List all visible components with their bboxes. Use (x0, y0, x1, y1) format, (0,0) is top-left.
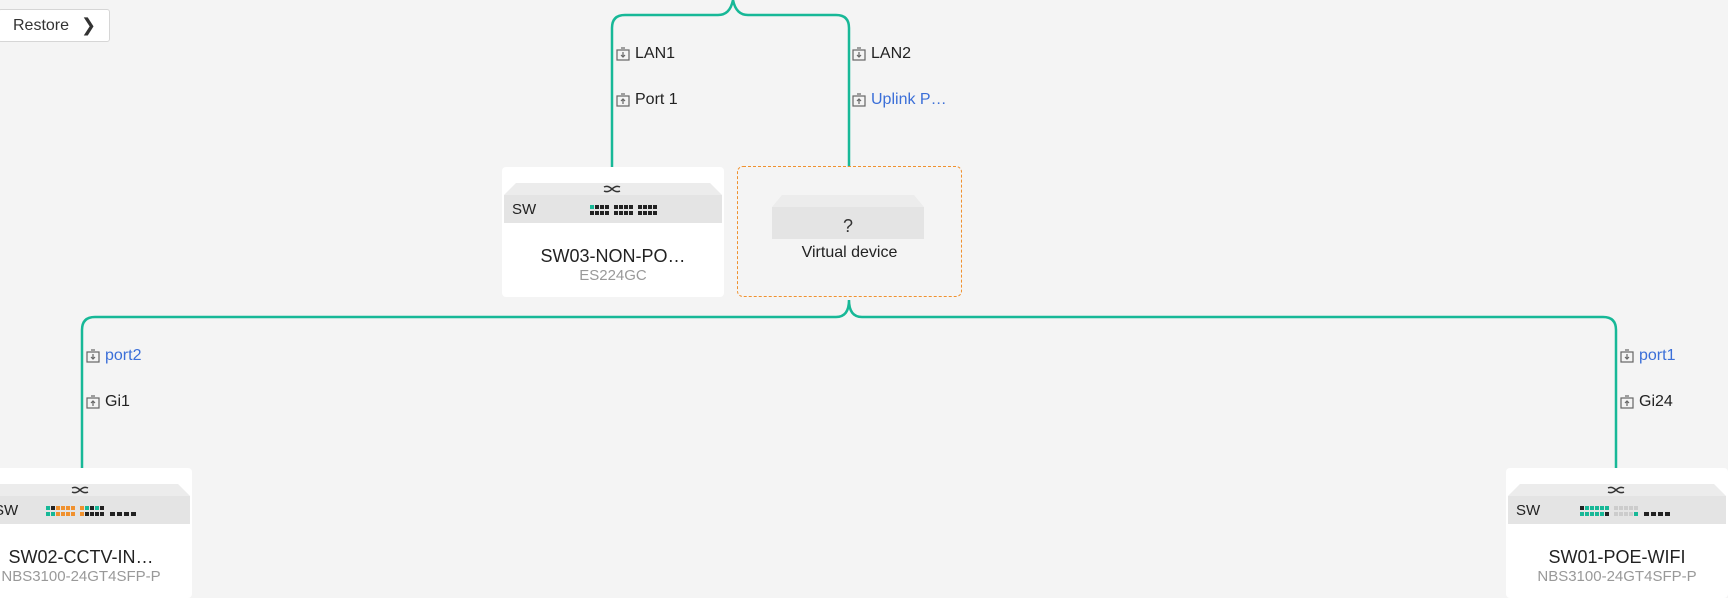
port-label-gi24: Gi24 (1620, 393, 1673, 411)
device-name: SW01-POE-WIFI (1548, 547, 1686, 567)
port-leds (590, 205, 657, 215)
device-card-sw02[interactable]: SW SW02-CCTV-IN… NBS3100-24GT4SFP-P (0, 468, 192, 598)
device-model: NBS3100-24GT4SFP-P (1, 568, 161, 585)
switch-badge: SW (0, 502, 19, 519)
device-card-sw03[interactable]: SW SW03-NON-PO… ES224GC (502, 167, 724, 297)
device-model: ES224GC (579, 267, 647, 284)
device-name: SW03-NON-PO… (540, 246, 686, 266)
switch-icon: SW (1508, 484, 1726, 524)
port-label-port1: Port 1 (616, 91, 678, 109)
port-leds (1580, 506, 1670, 516)
device-name: Virtual device (801, 244, 898, 261)
port-up-icon (1620, 395, 1634, 409)
port-leds (46, 506, 136, 516)
device-name: SW02-CCTV-IN… (8, 547, 154, 567)
chevron-right-icon: ❯ (81, 15, 97, 35)
port-label-port1-sw01[interactable]: port1 (1620, 347, 1675, 365)
port-label-gi1: Gi1 (86, 393, 130, 411)
port-up-icon (86, 395, 100, 409)
device-card-virtual[interactable]: ? Virtual device (737, 166, 962, 297)
switch-icon: SW (0, 484, 190, 524)
port-down-icon (1620, 349, 1634, 363)
fan-icon (603, 185, 621, 193)
fan-icon (1607, 486, 1625, 494)
switch-badge: SW (512, 201, 537, 218)
port-label-port2[interactable]: port2 (86, 347, 141, 365)
virtual-device-icon: ? (772, 195, 924, 239)
port-label-lan2: LAN2 (852, 45, 911, 63)
restore-button[interactable]: Restore ❯ (0, 9, 110, 42)
restore-label: Restore (13, 16, 70, 34)
port-up-icon (616, 93, 630, 107)
switch-badge: SW (1516, 502, 1541, 519)
link-line-bottom (80, 299, 1618, 468)
port-down-icon (86, 349, 100, 363)
port-up-icon (852, 93, 866, 107)
switch-icon: SW (504, 183, 722, 223)
link-line-top (610, 0, 851, 167)
device-model: NBS3100-24GT4SFP-P (1537, 568, 1697, 585)
fan-icon (71, 486, 89, 494)
port-down-icon (852, 47, 866, 61)
question-mark-icon: ? (843, 216, 853, 236)
device-card-sw01[interactable]: SW SW01-POE-WIFI NBS3100-24GT4SFP-P (1506, 468, 1728, 598)
port-label-lan1: LAN1 (616, 45, 675, 63)
port-label-uplink[interactable]: Uplink P… (852, 91, 947, 109)
port-down-icon (616, 47, 630, 61)
